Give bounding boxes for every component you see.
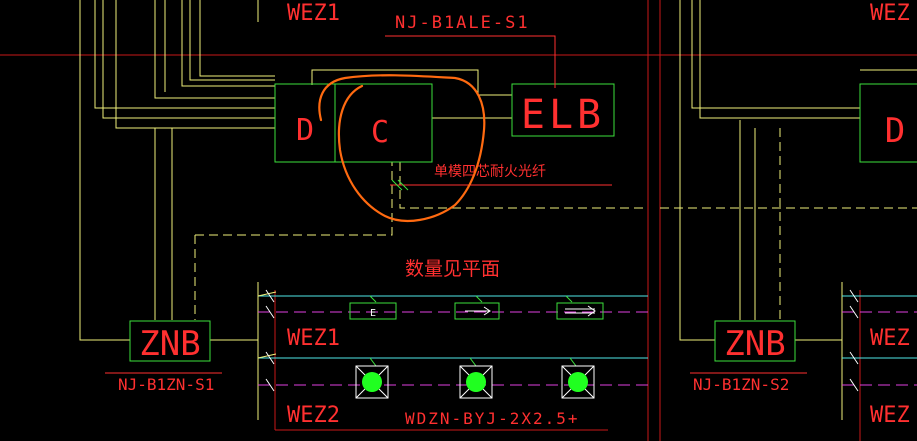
wez1-mid-left: WEZ1 [287, 326, 340, 351]
box-d-right: D [859, 83, 917, 163]
circuit-zn-s2-group: NJ-B1ZN-S2 [690, 372, 807, 394]
qty-note: 数量见平面 [405, 258, 500, 280]
lamp-3 [561, 357, 595, 399]
fixture-e-label: E [370, 308, 376, 319]
box-znb-right: ZNB [714, 320, 796, 364]
cable-spec: WDZN-BYJ-2X2.5+ [405, 409, 580, 428]
wez-circuits-right [842, 289, 917, 392]
wez2-bottom-left: WEZ2 [287, 403, 340, 428]
controller-wiring [311, 69, 917, 209]
lamp-2 [459, 357, 493, 399]
circuit-zn-s1-group: NJ-B1ZN-S1 [105, 372, 222, 394]
lamp-icon [362, 372, 382, 392]
lamp-1 [355, 357, 389, 399]
wez1-top-right: WEZ [870, 1, 910, 26]
box-c: C [334, 83, 433, 163]
znb-right-label: ZNB [724, 324, 785, 364]
circuit-ale-label: NJ-B1ALE-S1 [395, 13, 530, 33]
wez1-top-left: WEZ1 [287, 1, 340, 26]
fixture-exit-e: E [349, 295, 397, 320]
fiber-note-group: 单模四芯耐火光纤 [390, 164, 612, 191]
circuit-zn-s2: NJ-B1ZN-S2 [693, 375, 789, 394]
box-c-label: C [371, 115, 389, 150]
znb-left-label: ZNB [139, 324, 200, 364]
fixture-exit-double [556, 295, 604, 320]
box-d-right-label: D [885, 111, 905, 151]
box-znb-left: ZNB [129, 320, 211, 364]
risers-left [79, 0, 393, 420]
hand-annotation [318, 74, 486, 223]
lamp-icon [466, 372, 486, 392]
lamp-icon [568, 372, 588, 392]
circuit-ale-label-group: NJ-B1ALE-S1 [385, 13, 556, 88]
box-d-left-label: D [296, 113, 314, 148]
fiber-note: 单模四芯耐火光纤 [434, 164, 546, 180]
box-elb: ELB [511, 83, 615, 138]
box-elb-label: ELB [521, 92, 605, 138]
wez-bottom-right: WEZ [870, 403, 910, 428]
risers-right [679, 0, 917, 420]
circuit-zn-s1: NJ-B1ZN-S1 [118, 375, 214, 394]
fixture-exit-arrow [454, 295, 500, 320]
wez-mid-right: WEZ [870, 326, 910, 351]
